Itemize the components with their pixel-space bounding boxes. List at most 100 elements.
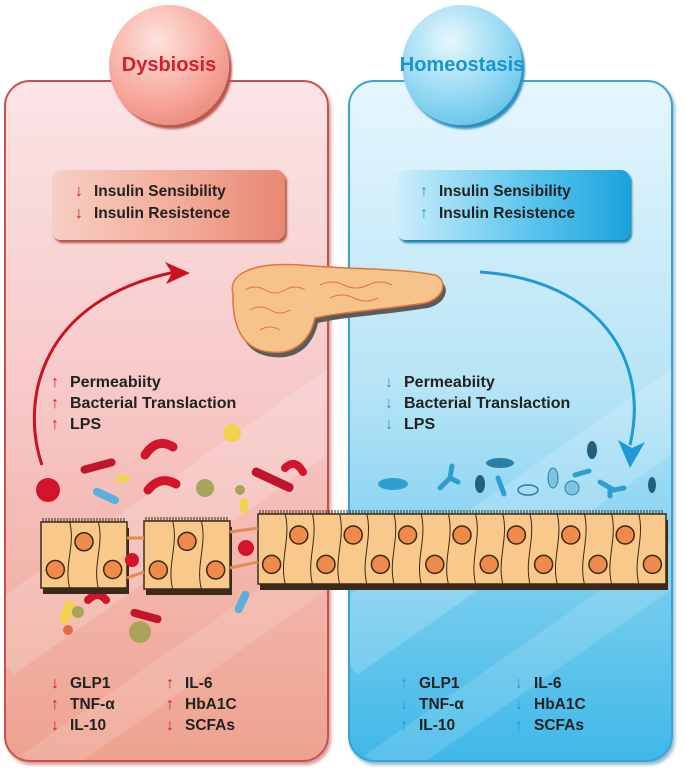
homeostasis-gut-effects: ↓ Permeabiity ↓ Bacterial Translaction ↓ LP… (382, 372, 570, 435)
cell-nucleus-icon (506, 525, 527, 545)
cell-nucleus-icon (397, 525, 418, 545)
cell-boundary (67, 521, 72, 589)
cell-boundary (282, 513, 288, 585)
cell-boundary (337, 513, 342, 585)
dysbiosis-markers: ↓ GLP1 ↑ IL-6 ↑ TNF-α ↑ HbA1C ↓ IL-10 ↓ SCFAs (48, 673, 273, 736)
arrow-down-icon: ↓ (400, 695, 408, 713)
cell-boundary (418, 513, 424, 585)
arrow-up-icon: ↑ (51, 394, 59, 412)
marker-label: IL-10 (70, 717, 107, 734)
marker-label: SCFAs (185, 717, 235, 734)
arrow-up-icon: ↑ (420, 205, 428, 222)
left-arrowhead-icon (165, 262, 190, 284)
insulin-label: Insulin Resistence (94, 205, 231, 222)
cell-boundary (554, 513, 560, 585)
cell-nucleus-icon (370, 554, 391, 575)
effect-label: Permeabiity (404, 374, 495, 391)
cell-boundary (170, 520, 175, 590)
arrow-down-icon: ↓ (51, 674, 59, 692)
effect-label: Bacterial Translaction (404, 395, 571, 412)
cell-nucleus-icon (205, 560, 226, 580)
insulin-label: Insulin Sensibility (94, 183, 226, 200)
cell-boundary (391, 513, 397, 585)
cell-nucleus-icon (615, 525, 635, 545)
arrow-down-icon: ↓ (51, 716, 59, 734)
marker-label: IL-10 (419, 717, 456, 734)
arrow-down-icon: ↓ (385, 415, 393, 433)
cell-boundary (636, 513, 642, 585)
marker-label: HbA1C (185, 696, 237, 713)
microvilli (42, 518, 125, 522)
dysbiosis-insulin-box: ↓ Insulin Sensibility ↓ Insulin Resistence (52, 170, 285, 240)
arrow-up-icon: ↑ (51, 695, 59, 713)
homeostasis-insulin-box: ↑ Insulin Sensibility ↑ Insulin Resistence (397, 170, 630, 240)
arrow-up-icon: ↑ (515, 716, 523, 734)
arrow-up-icon: ↑ (400, 716, 408, 734)
cell-boundary (446, 513, 451, 585)
cell-boundary (500, 513, 506, 585)
cell-nucleus-icon (316, 554, 336, 575)
cell-nucleus-icon (261, 554, 282, 575)
left-curved-arrow-icon (32, 270, 176, 466)
marker-label: IL-6 (185, 675, 213, 692)
right-arrowhead-icon (618, 440, 645, 468)
homeostasis-bacteria-group (378, 441, 656, 499)
arrow-down-icon: ↓ (385, 373, 393, 391)
cell-boundary (310, 513, 315, 585)
cell-nucleus-icon (177, 531, 197, 552)
right-curved-arrow-icon (479, 270, 636, 446)
arrow-up-icon: ↑ (166, 695, 174, 713)
homeostasis-markers: ↑ GLP1 ↓ IL-6 ↓ TNF-α ↓ HbA1C ↑ IL-10 ↑ SCFAs (397, 673, 622, 736)
dysbiosis-title: Dysbiosis (109, 5, 229, 125)
cell-boundary (582, 513, 587, 585)
homeostasis-title: Homeostasis (400, 5, 524, 125)
effect-label: LPS (70, 416, 102, 433)
marker-label: HbA1C (534, 696, 586, 713)
cell-boundary (609, 513, 614, 585)
arrow-down-icon: ↓ (75, 183, 83, 200)
arrow-down-icon: ↓ (75, 205, 83, 222)
arrow-up-icon: ↑ (420, 183, 428, 200)
marker-label: GLP1 (70, 675, 111, 692)
arrow-down-icon: ↓ (515, 695, 523, 713)
cell-nucleus-icon (74, 532, 94, 552)
cell-nucleus-icon (148, 560, 169, 580)
arrow-down-icon: ↓ (515, 674, 523, 692)
cell-nucleus-icon (289, 525, 309, 545)
marker-label: TNF-α (70, 696, 115, 713)
cell-nucleus-icon (588, 554, 608, 575)
arrow-up-icon: ↑ (51, 373, 59, 391)
cell-nucleus-icon (479, 554, 499, 575)
effect-label: Bacterial Translaction (70, 395, 237, 412)
cell-nucleus-icon (452, 525, 472, 545)
arrow-up-icon: ↑ (400, 674, 408, 692)
cell-nucleus-icon (425, 554, 445, 575)
cell-nucleus-icon (533, 554, 554, 575)
insulin-label: Insulin Sensibility (439, 183, 571, 200)
cell-nucleus-icon (102, 559, 123, 580)
cell-boundary (96, 521, 101, 589)
arrow-down-icon: ↓ (166, 716, 174, 734)
marker-label: GLP1 (419, 675, 460, 692)
effect-label: LPS (404, 416, 436, 433)
arrow-up-icon: ↑ (166, 674, 174, 692)
microvilli (145, 517, 228, 521)
arrow-down-icon: ↓ (385, 394, 393, 412)
cell-boundary (527, 513, 533, 585)
arrow-up-icon: ↑ (51, 415, 59, 433)
marker-label: SCFAs (534, 717, 584, 734)
insulin-label: Insulin Resistence (439, 205, 576, 222)
microvilli (259, 510, 663, 514)
cell-boundary (473, 513, 478, 585)
cell-nucleus-icon (45, 559, 66, 580)
marker-label: IL-6 (534, 675, 562, 692)
dysbiosis-gut-effects: ↑Permeabiity ↑Bacterial Translaction ↑LP… (48, 372, 236, 435)
marker-label: TNF-α (419, 696, 464, 713)
cell-boundary (199, 520, 204, 590)
pancreas-icon (231, 263, 446, 358)
cell-nucleus-icon (561, 525, 581, 545)
cell-boundary (364, 513, 370, 585)
cell-nucleus-icon (642, 554, 663, 575)
cell-nucleus-icon (343, 525, 363, 545)
